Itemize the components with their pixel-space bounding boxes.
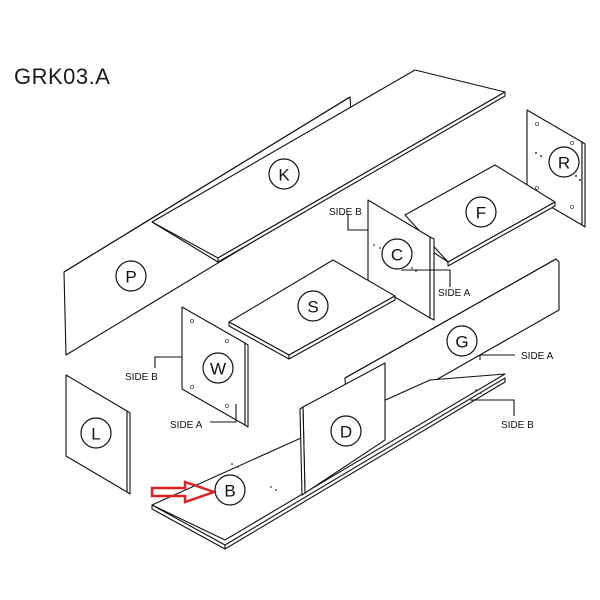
w-side-b-label: SIDE B: [125, 372, 158, 383]
label-p: P: [115, 260, 147, 292]
label-r-text: R: [558, 154, 570, 173]
g-side-a-label: SIDE A: [521, 351, 554, 362]
label-s-text: S: [307, 298, 318, 317]
highlight-arrow: [150, 480, 218, 504]
label-b: B: [214, 474, 246, 506]
leader-lines: [154, 214, 515, 423]
label-c: C: [381, 238, 413, 270]
label-r: R: [548, 146, 580, 178]
c-side-a-label: SIDE A: [438, 288, 471, 299]
label-g: G: [446, 325, 478, 357]
label-k-text: K: [278, 166, 290, 185]
label-k: K: [268, 158, 300, 190]
label-w: W: [202, 352, 234, 384]
diagram-title: GRK03.A: [14, 64, 111, 89]
label-g-text: G: [455, 333, 468, 352]
label-p-text: P: [125, 268, 136, 287]
label-s: S: [297, 290, 329, 322]
g-side-b-label: SIDE B: [501, 420, 534, 431]
label-f-text: F: [476, 204, 486, 223]
label-w-text: W: [210, 360, 226, 379]
label-b-text: B: [224, 482, 235, 501]
label-c-text: C: [391, 246, 403, 265]
label-d-text: D: [340, 423, 352, 442]
label-f: F: [465, 196, 497, 228]
label-d: D: [330, 415, 362, 447]
w-side-a-label: SIDE A: [170, 420, 203, 431]
c-side-b-label: SIDE B: [329, 207, 362, 218]
panel-k[interactable]: [151, 69, 506, 263]
label-l: L: [80, 417, 112, 449]
label-l-text: L: [91, 425, 100, 444]
